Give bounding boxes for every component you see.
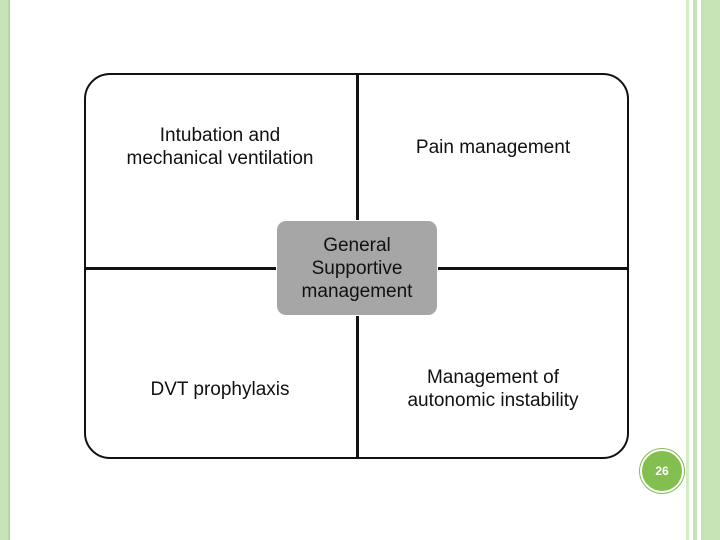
- right-decor-bar-wide: [701, 0, 720, 540]
- center-general-supportive-management: General Supportive management: [276, 220, 438, 316]
- quadrant-dvt-prophylaxis: DVT prophylaxis: [150, 378, 290, 400]
- quadrant-pain-management: Pain management: [415, 136, 571, 158]
- quadrant-intubation: Intubation and mechanical ventilation: [126, 125, 314, 169]
- left-decor-bar: [0, 0, 10, 540]
- quadrant-autonomic-instability: Management of autonomic instability: [407, 367, 579, 411]
- right-decor-bar-mid: [693, 0, 697, 540]
- page-number-badge: 26: [640, 449, 684, 493]
- right-decor-bar-thin: [686, 0, 689, 540]
